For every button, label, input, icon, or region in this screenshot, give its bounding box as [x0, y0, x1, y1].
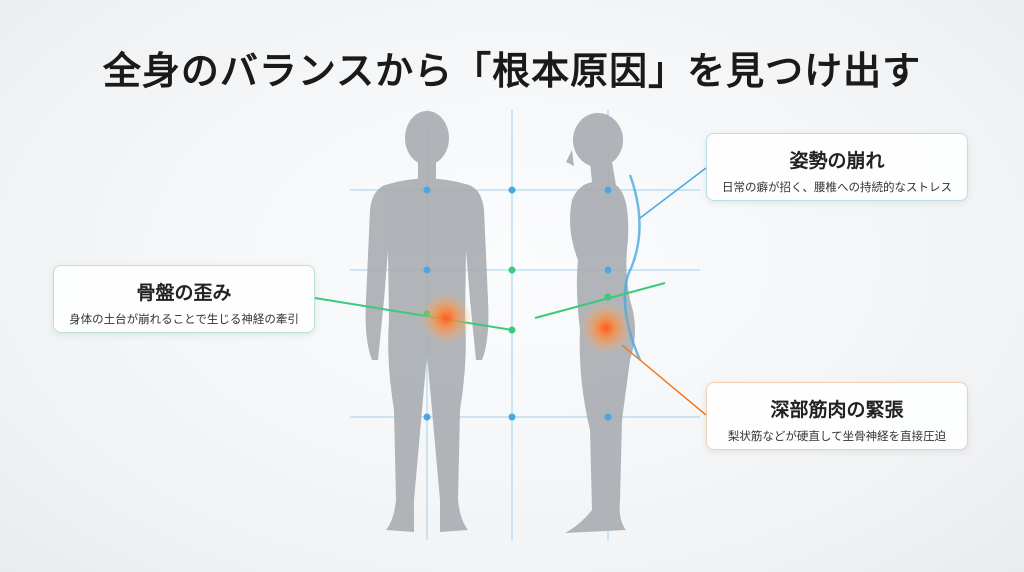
card-text: 身体の土台が崩れることで生じる神経の牽引 [69, 312, 299, 326]
pelvis-distortion-card: 骨盤の歪み 身体の土台が崩れることで生じる神経の牽引 [53, 265, 315, 333]
grid-nodes [423, 186, 612, 421]
card-heading: 姿勢の崩れ [789, 150, 885, 172]
card-heading: 骨盤の歪み [136, 282, 232, 304]
deep-muscle-tension-card: 深部筋肉の緊張 梨状筋などが硬直して坐骨神経を直接圧迫 [706, 382, 968, 450]
card-heading: 深部筋肉の緊張 [770, 399, 904, 421]
pain-point-front-pelvis [420, 292, 472, 344]
card-text: 日常の癖が招く、腰椎への持続的なストレス [722, 180, 952, 194]
pelvis-tilt-lines [314, 282, 666, 331]
posture-connector [639, 167, 707, 219]
page-title: 全身のバランスから「根本原因」を見つけ出す [102, 48, 922, 93]
front-body-silhouette [365, 111, 489, 532]
pain-point-side-hip [580, 302, 632, 354]
posture-collapse-card: 姿勢の崩れ 日常の癖が招く、腰椎への持続的なストレス [706, 133, 968, 201]
muscle-connector [621, 344, 707, 416]
card-text: 梨状筋などが硬直して坐骨神経を直接圧迫 [727, 429, 947, 443]
